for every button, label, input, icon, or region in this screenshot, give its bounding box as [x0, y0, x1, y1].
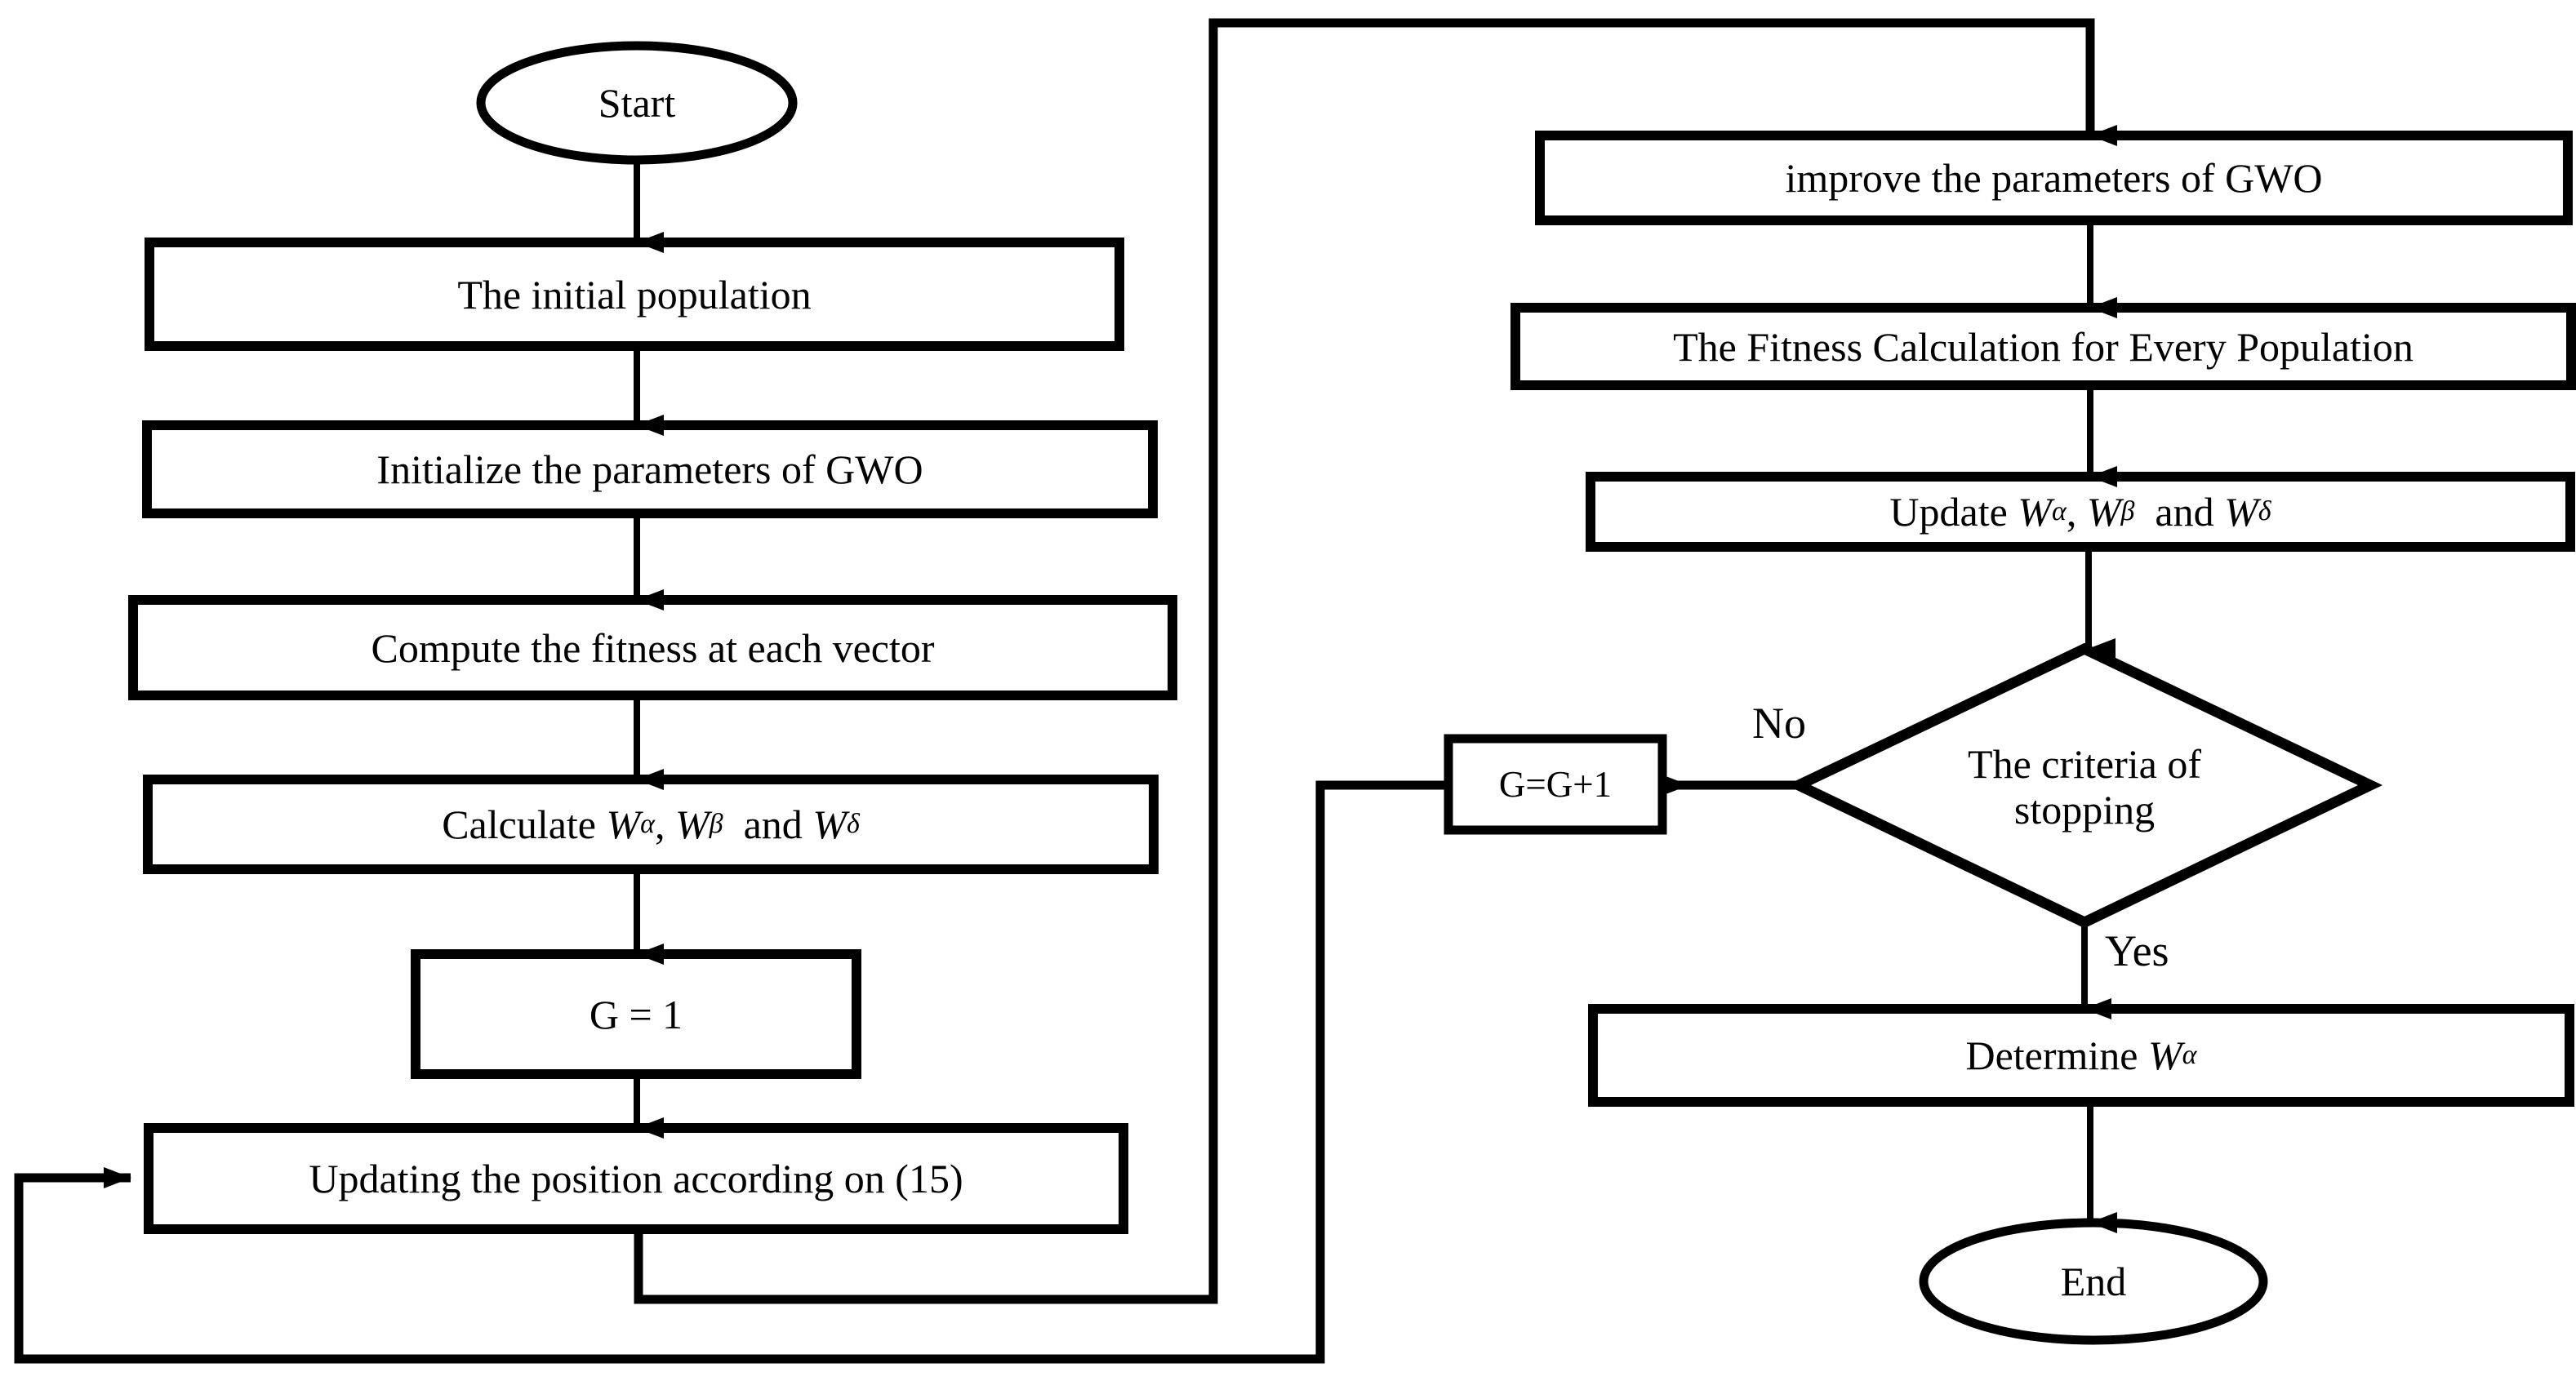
- updating-position-box: [144, 1123, 1128, 1234]
- end-terminator: [1919, 1218, 2268, 1345]
- initial-population-box: [145, 238, 1124, 351]
- improve-params-box: [1535, 131, 2573, 225]
- initialize-params-box: [142, 420, 1158, 518]
- edge-updating-position-to-improve-params: [634, 18, 2117, 1304]
- criteria-decision-diamond: [1786, 642, 2383, 929]
- g-increment-box: [1444, 734, 1667, 835]
- edge-label-yes: Yes: [2105, 926, 2169, 975]
- g-init-box: [411, 949, 861, 1079]
- edge-label-no: No: [1752, 699, 1806, 748]
- fitness-every-population-box: [1510, 303, 2576, 390]
- determine-w-box: [1588, 1004, 2574, 1107]
- edge-g-increment-to-updating-position: [14, 780, 1448, 1364]
- start-terminator: [476, 41, 798, 165]
- calculate-w-box: [143, 775, 1159, 874]
- compute-fitness-box: [128, 595, 1177, 700]
- update-w-box: [1586, 472, 2575, 552]
